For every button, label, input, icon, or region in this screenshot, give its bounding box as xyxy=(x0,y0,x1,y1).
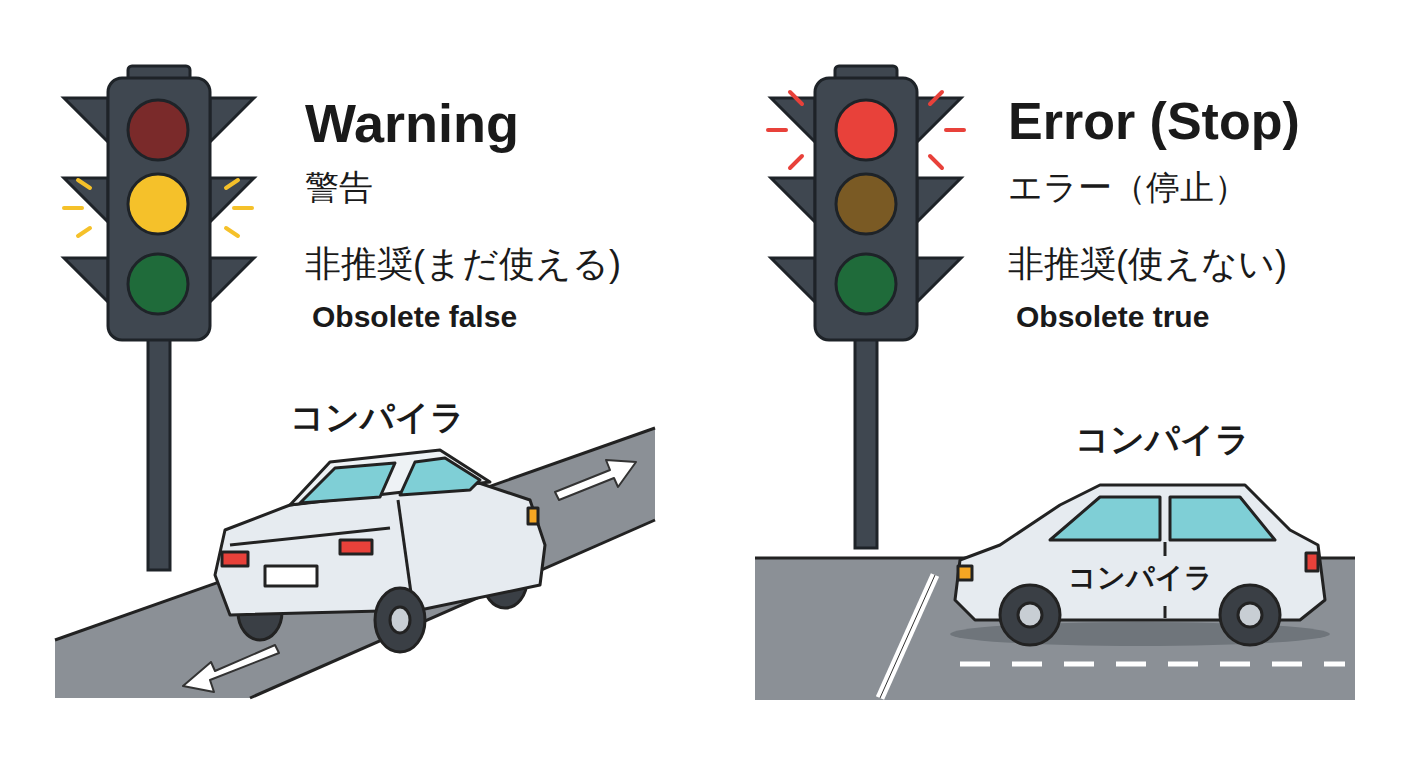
car-label: コンパイラ xyxy=(290,398,465,437)
attribute-value: Obsolete true xyxy=(1016,300,1209,335)
car-right xyxy=(950,485,1330,646)
traffic-light-warning xyxy=(64,66,254,570)
glow-red xyxy=(768,92,964,168)
car-left xyxy=(215,450,545,652)
car-label: コンパイラ xyxy=(1075,420,1250,459)
road-left xyxy=(55,428,655,698)
car-body-label: コンパイラ xyxy=(1066,562,1215,594)
attribute-value: Obsolete false xyxy=(312,300,517,335)
traffic-light-error xyxy=(771,66,961,548)
deprecation-note: 非推奨(使えない) xyxy=(1008,243,1287,284)
glow-yellow xyxy=(64,180,252,236)
status-heading: Error (Stop) xyxy=(1008,92,1300,152)
status-heading-ja: エラー（停止） xyxy=(1008,168,1248,207)
status-heading: Warning xyxy=(305,92,519,154)
status-heading-ja: 警告 xyxy=(305,168,373,207)
deprecation-note: 非推奨(まだ使える) xyxy=(305,243,621,284)
